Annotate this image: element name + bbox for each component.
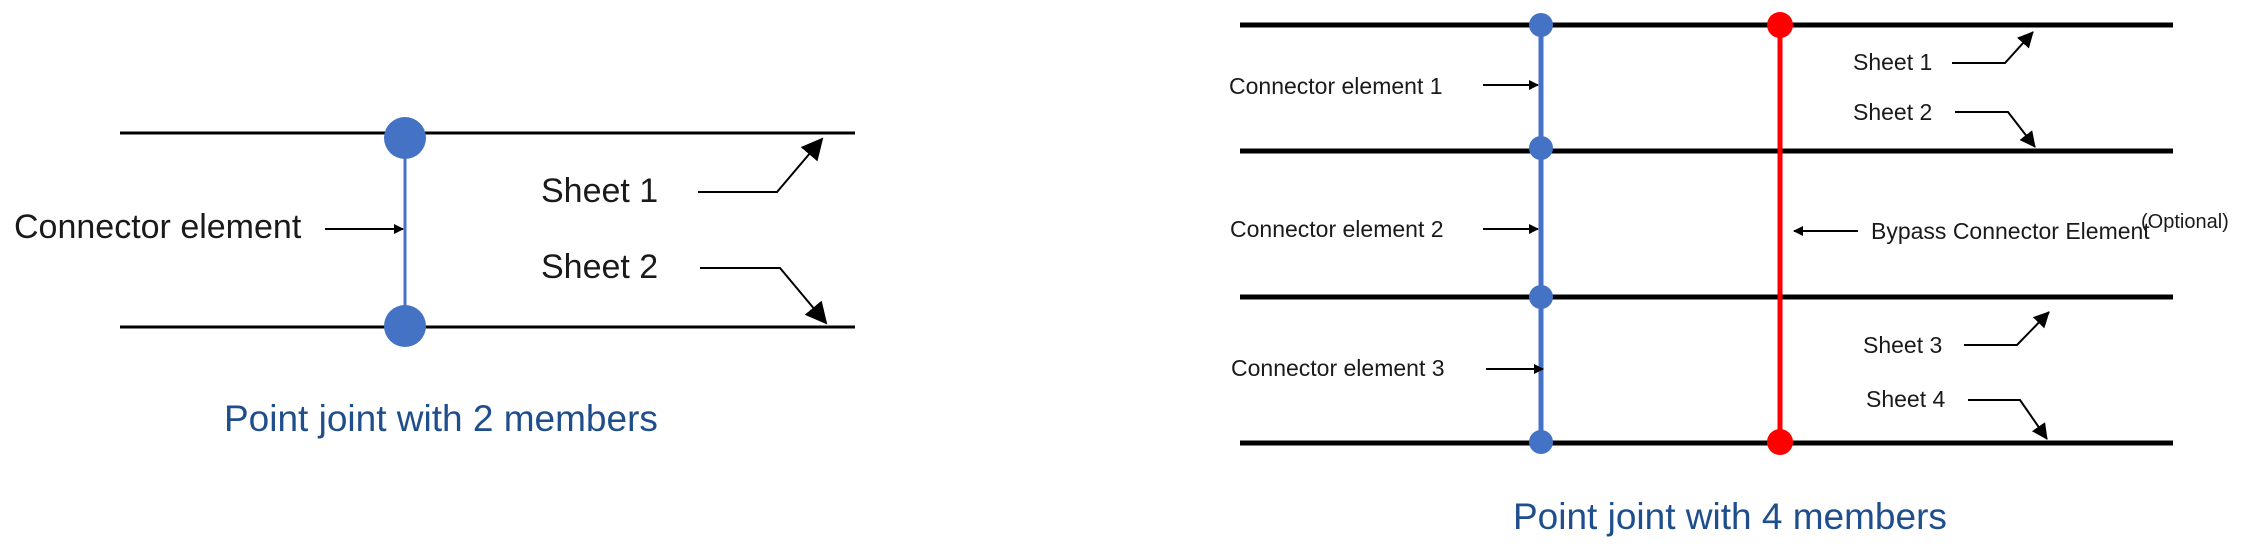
- bypass-node-top: [1767, 12, 1793, 38]
- right-node-sheet-1: [1529, 13, 1553, 37]
- connector-3-label: Connector element 3: [1231, 355, 1445, 381]
- left-bottom-node: [384, 305, 426, 347]
- right-sheet-3-label: Sheet 3: [1863, 332, 1942, 358]
- optional-label: (Optional): [2141, 211, 2229, 233]
- right-node-sheet-4: [1529, 430, 1553, 454]
- left-top-node: [384, 117, 426, 159]
- left-diagram: Connector element Sheet 1 Sheet 2 Point …: [14, 117, 855, 439]
- left-sheet-2-arrow: [700, 267, 828, 325]
- left-caption: Point joint with 2 members: [224, 398, 658, 439]
- connector-2-label: Connector element 2: [1230, 216, 1444, 242]
- left-sheet-2-label: Sheet 2: [541, 248, 658, 286]
- left-connector-label: Connector element: [14, 208, 302, 246]
- right-diagram: Connector element 1 Connector element 2 …: [1229, 12, 2229, 537]
- right-sheet-3-arrow: [1964, 311, 2050, 346]
- right-node-sheet-3: [1529, 285, 1553, 309]
- right-sheet-1-label: Sheet 1: [1853, 49, 1932, 75]
- right-sheet-1-arrow: [1952, 31, 2034, 64]
- bypass-label: Bypass Connector Element: [1871, 218, 2150, 244]
- left-sheet-1-arrow: [698, 137, 824, 193]
- right-sheet-2-arrow: [1955, 111, 2036, 148]
- bypass-node-bottom: [1767, 429, 1793, 455]
- right-sheet-4-label: Sheet 4: [1866, 386, 1945, 412]
- right-node-sheet-2: [1529, 136, 1553, 160]
- right-caption: Point joint with 4 members: [1513, 496, 1947, 537]
- right-sheet-2-label: Sheet 2: [1853, 99, 1932, 125]
- connector-1-label: Connector element 1: [1229, 73, 1443, 99]
- right-sheet-4-arrow: [1968, 399, 2048, 440]
- left-sheet-1-label: Sheet 1: [541, 172, 658, 210]
